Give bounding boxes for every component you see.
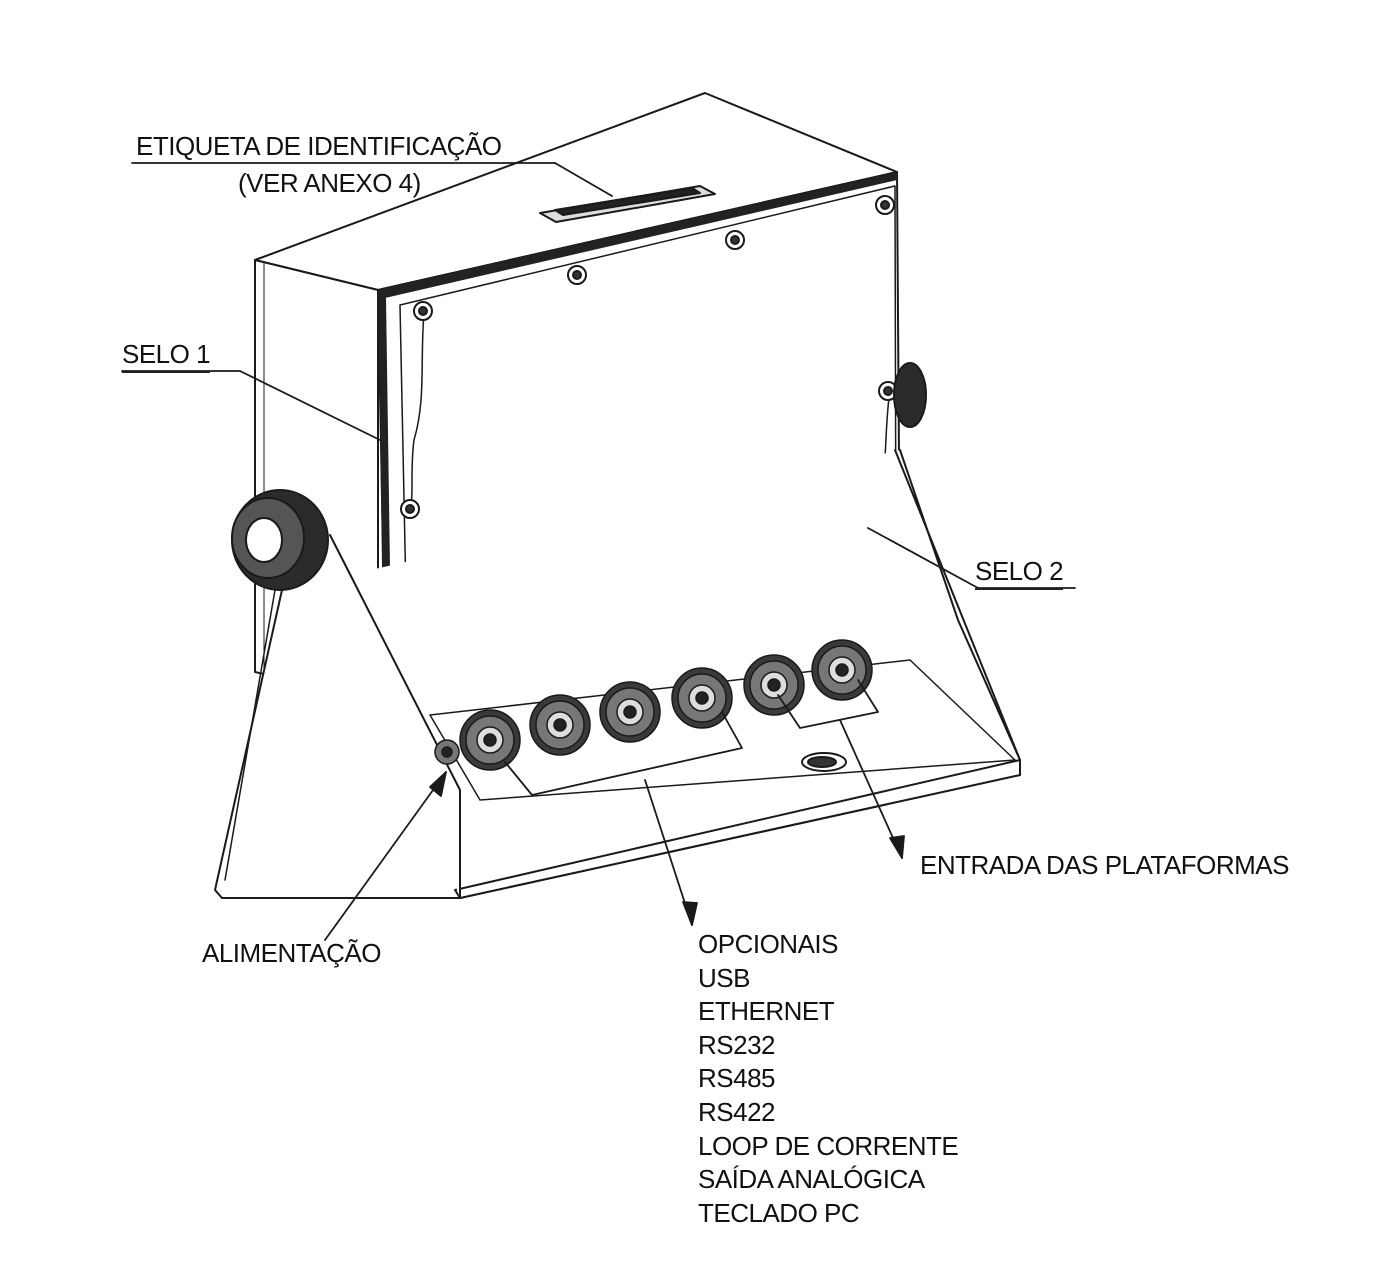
cable-glands xyxy=(434,639,873,771)
seal-1-label: SELO 1 xyxy=(122,339,211,373)
identification-label-plate xyxy=(539,185,716,223)
power-label: ALIMENTAÇÃO xyxy=(202,938,381,968)
identification-label-note: (VER ANEXO 4) xyxy=(238,168,421,198)
identification-label-title: ETIQUETA DE IDENTIFICAÇÃO xyxy=(136,131,502,161)
optional-item: SAÍDA ANALÓGICA xyxy=(698,1164,925,1195)
optional-item: ETHERNET xyxy=(698,996,835,1027)
optionals-title: OPCIONAIS xyxy=(698,929,838,959)
optional-item: RS232 xyxy=(698,1029,776,1060)
optional-item: LOOP DE CORRENTE xyxy=(698,1130,959,1161)
optional-item: TECLADO PC xyxy=(698,1197,860,1228)
side-knobs xyxy=(231,362,927,591)
optional-item: RS422 xyxy=(698,1096,776,1127)
optional-item: USB xyxy=(698,962,750,993)
optionals-list: OPCIONAIS USB ETHERNET RS232 RS485 RS422… xyxy=(698,928,959,1230)
optional-item: RS485 xyxy=(698,1063,776,1094)
seal-2-label: SELO 2 xyxy=(975,556,1064,590)
mounting-bracket xyxy=(214,449,1021,899)
platform-input-label: ENTRADA DAS PLATAFORMAS xyxy=(920,850,1289,880)
